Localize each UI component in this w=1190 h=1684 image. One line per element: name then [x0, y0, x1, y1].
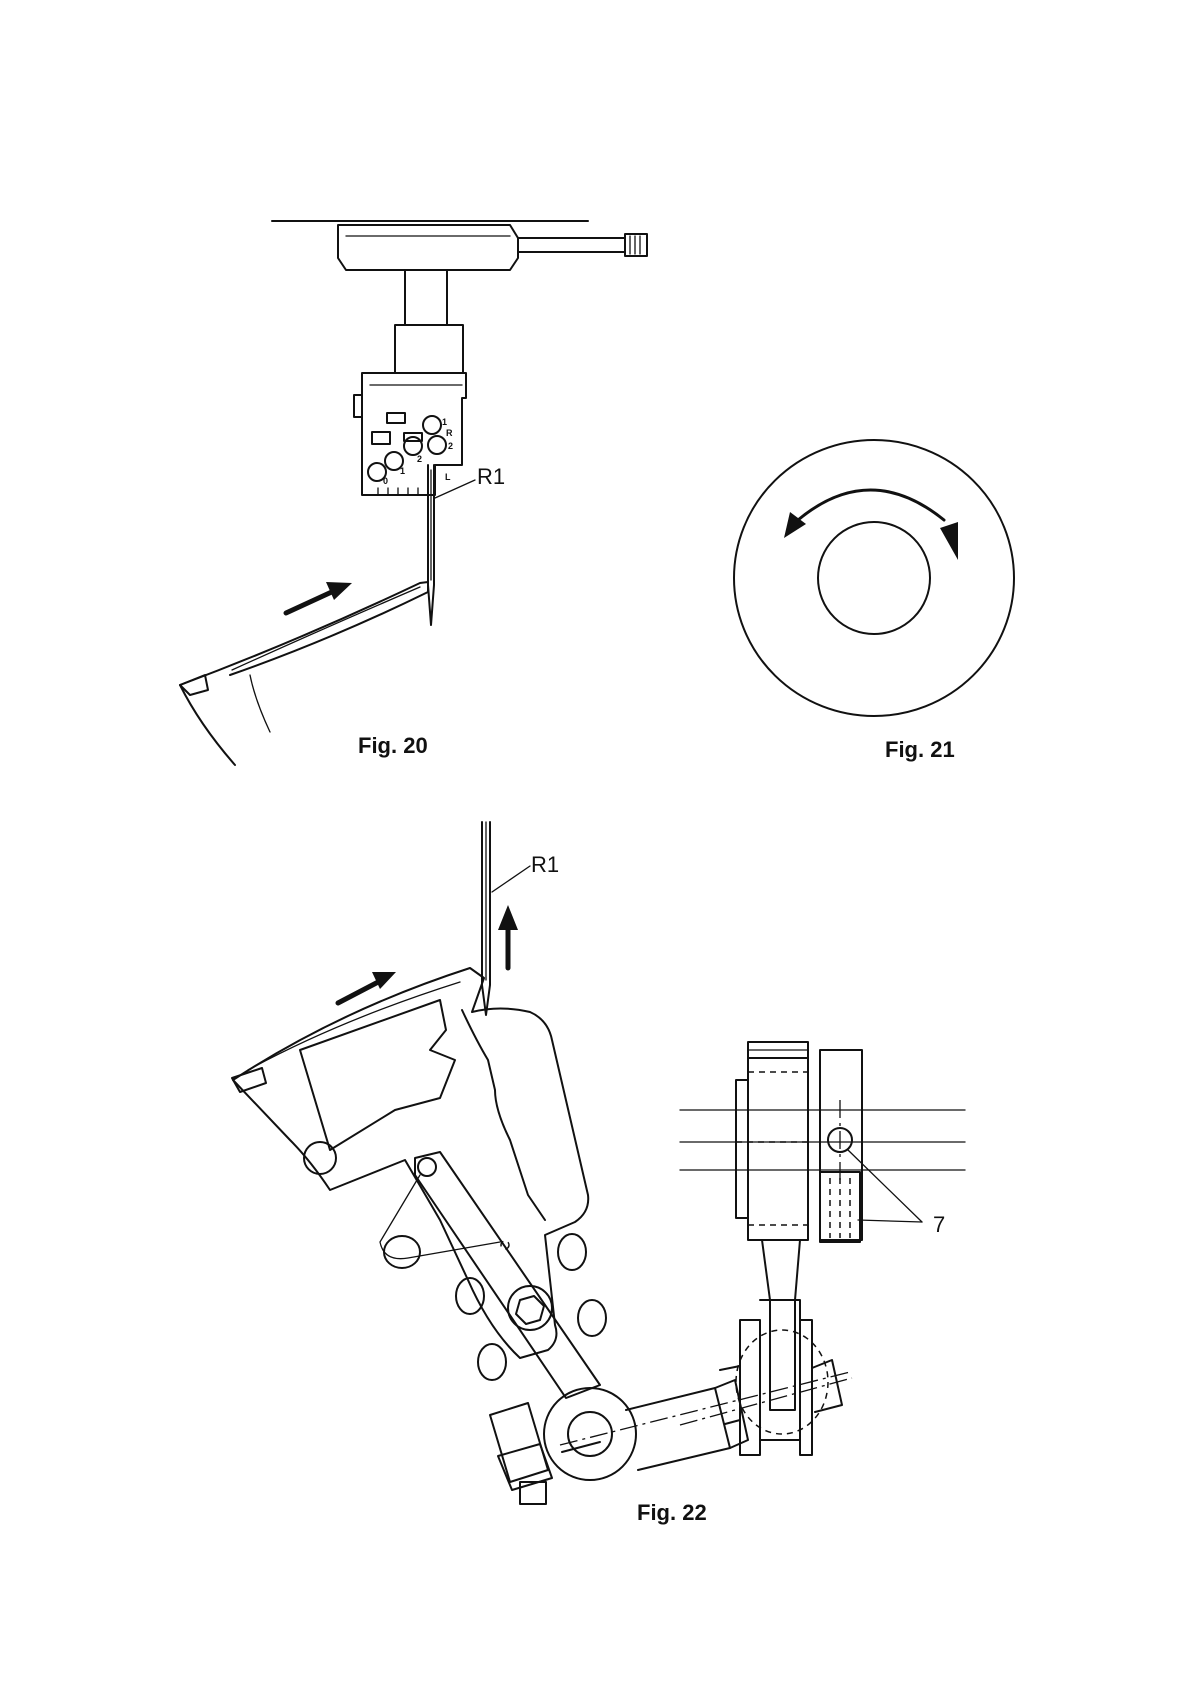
- crank-shaft: [626, 1388, 730, 1470]
- dial-mark: 1: [442, 417, 447, 427]
- spring-coil: [384, 1236, 420, 1268]
- looper-window: [300, 1000, 455, 1150]
- arrow-icon: [372, 972, 396, 989]
- looper-body: [233, 968, 588, 1358]
- spring-wire: [380, 1175, 500, 1259]
- crank-eye: [544, 1388, 636, 1480]
- dial-mark: 0: [383, 476, 388, 486]
- needle-bar: [405, 270, 447, 325]
- figure-21: Fig. 21: [734, 440, 1014, 762]
- arrow-up-icon: [498, 905, 518, 930]
- figure-caption: Fig. 21: [885, 737, 955, 762]
- callout-leader: [435, 480, 475, 498]
- callout-label: 7: [933, 1212, 945, 1237]
- dial-3: [428, 436, 446, 454]
- hex-socket-icon: [516, 1296, 544, 1324]
- dial-mark: 2: [448, 441, 453, 451]
- pivot-hole: [304, 1142, 336, 1174]
- dial-2: [404, 437, 422, 455]
- dial-mark: 1: [400, 466, 405, 476]
- callout-label: R1: [531, 852, 559, 877]
- inner-hub: [818, 522, 930, 634]
- rod-upper: [748, 1058, 808, 1240]
- dial-mark: 2: [417, 454, 422, 464]
- outer-disk: [734, 440, 1014, 716]
- clamp-hub: [338, 225, 518, 270]
- shaft-end: [625, 234, 647, 256]
- needle-clamp: [395, 325, 463, 373]
- dial-mark: R: [446, 428, 453, 438]
- figure-20: 1 R 2 2 1 0 L R1 Fig. 20: [180, 221, 647, 765]
- dial-mark: L: [445, 472, 451, 482]
- side-plate: [820, 1050, 862, 1240]
- rod-lower: [762, 1240, 800, 1410]
- callout-label: R1: [477, 464, 505, 489]
- figure-22: R1: [232, 822, 965, 1525]
- eccentric-outline: [736, 1330, 828, 1434]
- callout-leader: [492, 866, 530, 892]
- arrow-right-icon: [940, 522, 958, 560]
- dial-1: [423, 416, 441, 434]
- rotation-arc: [798, 490, 944, 520]
- looper-arm: [180, 582, 428, 685]
- figure-caption: Fig. 22: [637, 1500, 707, 1525]
- figure-caption: Fig. 20: [358, 733, 428, 758]
- link-arm: [415, 1152, 600, 1398]
